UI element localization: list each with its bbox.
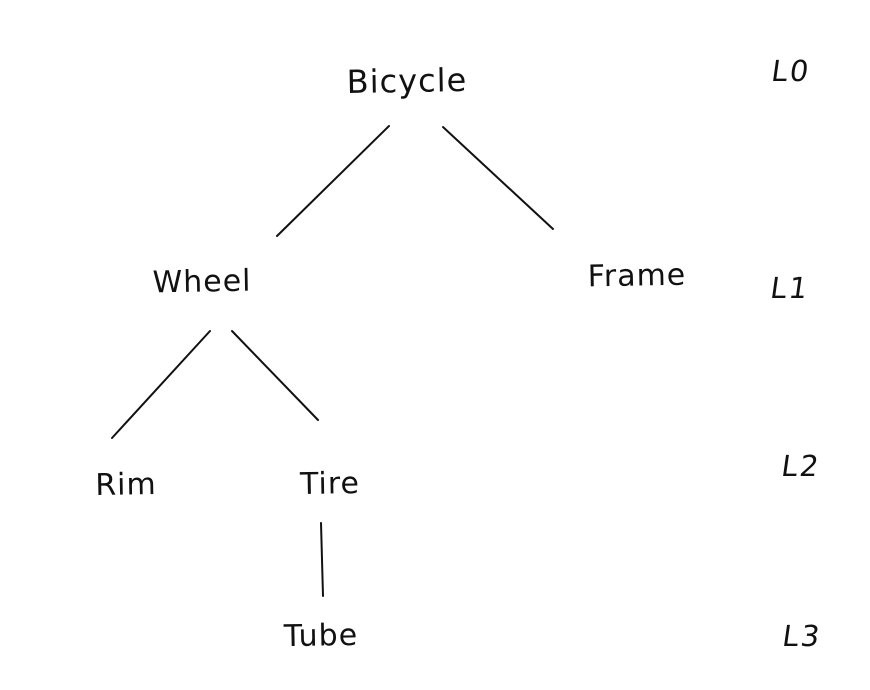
node-label-tube: Tube [283, 617, 359, 655]
node-label-frame: Frame [587, 257, 687, 295]
edge-wheel-to-rim [111, 330, 211, 439]
node-label-bicycle: Bicycle [346, 60, 468, 102]
level-label-l3: L3 [780, 619, 824, 653]
node-label-rim: Rim [94, 466, 158, 504]
level-label-l0: L0 [769, 54, 813, 88]
node-label-wheel: Wheel [152, 263, 252, 301]
edge-bicycle-to-wheel [276, 125, 390, 237]
edge-tire-to-tube [320, 522, 324, 597]
edge-wheel-to-tire [231, 330, 319, 421]
level-label-l1: L1 [768, 271, 812, 305]
edge-bicycle-to-frame [442, 126, 554, 230]
level-label-l2: L2 [779, 449, 823, 483]
node-label-tire: Tire [299, 465, 361, 503]
